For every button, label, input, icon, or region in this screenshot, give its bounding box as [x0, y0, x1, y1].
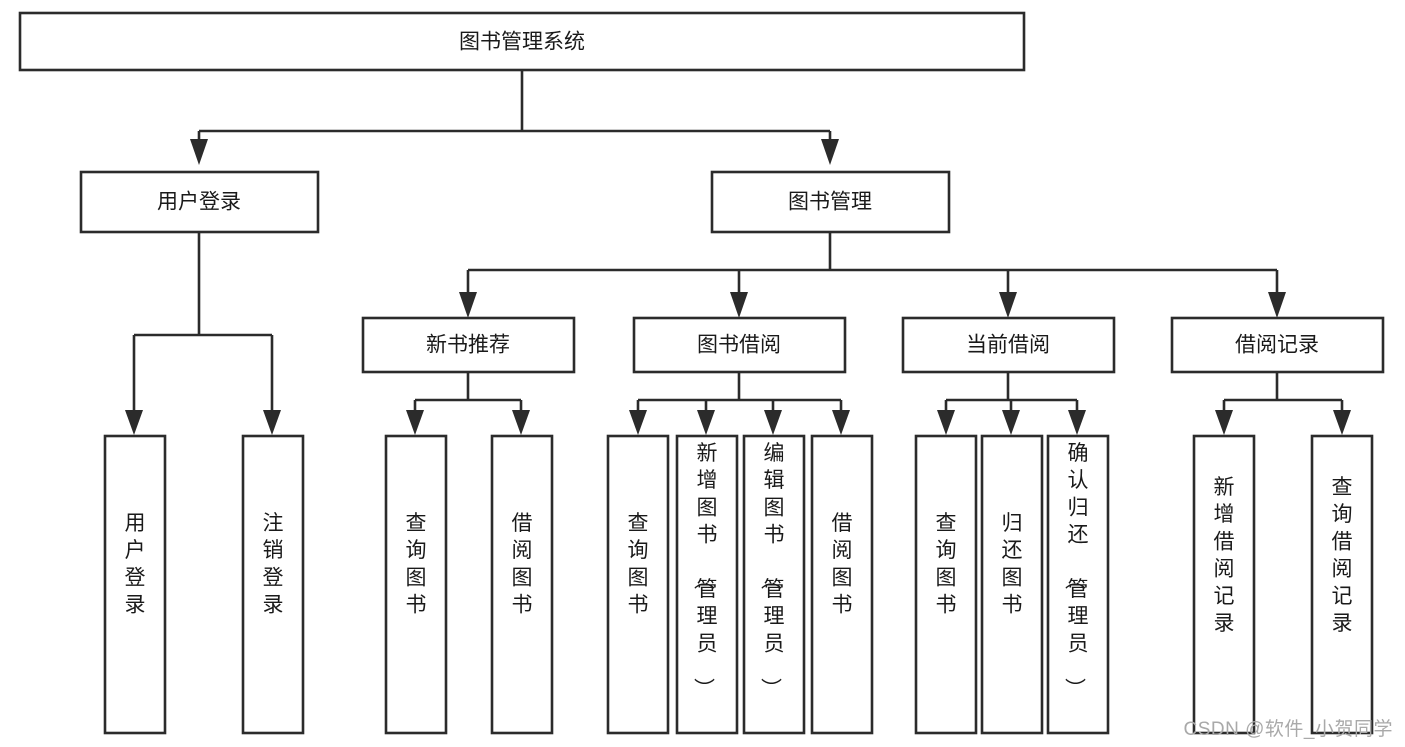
arrow-current-borrow	[999, 292, 1017, 318]
node-current-borrow-box[interactable]	[901, 316, 1116, 374]
node-leaf-query-record-box[interactable]	[1310, 434, 1374, 735]
arrow-leaf-add-record	[1215, 410, 1233, 435]
node-leaf-confirm-return-box[interactable]	[1046, 434, 1110, 735]
node-leaf-query-book-1-label: 查询图书	[406, 512, 427, 617]
node-leaf-logout-login-label: 注销登录	[263, 512, 284, 617]
arrow-borrow-record	[1268, 292, 1286, 318]
node-leaf-return-book-box[interactable]	[980, 434, 1044, 735]
node-user-login-label: 用户登录	[157, 191, 241, 214]
node-user-login-box[interactable]	[79, 170, 320, 234]
arrow-book-borrow	[730, 292, 748, 318]
node-leaf-return-book-label: 归还图书	[1002, 512, 1023, 617]
node-leaf-logout-login-box[interactable]	[241, 434, 305, 735]
node-leaf-edit-book-box[interactable]	[742, 434, 806, 735]
node-leaf-add-book[interactable]: 新增图书（管理员）	[675, 434, 739, 735]
arrow-leaf-add-book	[697, 410, 715, 435]
node-leaf-add-book-label: 新增图书（管理员）	[692, 442, 718, 699]
node-leaf-confirm-return[interactable]: 确认归还（管理员）	[1046, 434, 1110, 735]
node-leaf-query-record-label: 查询借阅记录	[1332, 476, 1353, 635]
node-leaf-borrow-book-2-label: 借阅图书	[832, 512, 853, 617]
arrow-leaf-query-record	[1333, 410, 1351, 435]
arrow-leaf-query-book-2	[629, 410, 647, 435]
node-leaf-borrow-book-1-label: 借阅图书	[512, 512, 533, 617]
arrow-new-book-recommend	[459, 292, 477, 318]
node-leaf-add-record-box[interactable]	[1192, 434, 1256, 735]
node-leaf-query-record[interactable]: 查询借阅记录	[1310, 434, 1374, 735]
node-leaf-borrow-book-2-box[interactable]	[810, 434, 874, 735]
node-leaf-edit-book-label: 编辑图书（管理员）	[759, 442, 785, 699]
node-leaf-add-record[interactable]: 新增借阅记录	[1192, 434, 1256, 735]
node-book-manage-box[interactable]	[710, 170, 951, 234]
node-leaf-query-book-1[interactable]: 查询图书	[384, 434, 448, 735]
node-leaf-user-login-box[interactable]	[103, 434, 167, 735]
node-root-box[interactable]	[18, 11, 1026, 72]
node-book-borrow[interactable]: 图书借阅	[632, 316, 847, 374]
node-borrow-record-label: 借阅记录	[1235, 334, 1319, 357]
node-leaf-query-book-1-box[interactable]	[384, 434, 448, 735]
node-leaf-query-book-3-box[interactable]	[914, 434, 978, 735]
node-leaf-user-login[interactable]: 用户登录	[103, 434, 167, 735]
node-new-book-recommend-box[interactable]	[361, 316, 576, 374]
node-leaf-add-record-label: 新增借阅记录	[1214, 476, 1235, 635]
arrow-leaf-return-book	[1002, 410, 1020, 435]
node-root-label: 图书管理系统	[459, 31, 585, 54]
node-new-book-recommend-label: 新书推荐	[426, 334, 510, 357]
node-leaf-query-book-3[interactable]: 查询图书	[914, 434, 978, 735]
node-borrow-record-box[interactable]	[1170, 316, 1385, 374]
arrow-leaf-query-book-3	[937, 410, 955, 435]
node-book-borrow-box[interactable]	[632, 316, 847, 374]
node-current-borrow-label: 当前借阅	[966, 334, 1050, 357]
arrow-book-manage	[821, 139, 839, 165]
node-leaf-edit-book[interactable]: 编辑图书（管理员）	[742, 434, 806, 735]
node-book-borrow-label: 图书借阅	[697, 334, 781, 357]
node-leaf-query-book-3-label: 查询图书	[936, 512, 957, 617]
node-leaf-borrow-book-2[interactable]: 借阅图书	[810, 434, 874, 735]
node-leaf-return-book[interactable]: 归还图书	[980, 434, 1044, 735]
arrow-leaf-confirm-return	[1068, 410, 1086, 435]
node-current-borrow[interactable]: 当前借阅	[901, 316, 1116, 374]
arrow-leaf-query-book-1	[406, 410, 424, 435]
node-book-manage-label: 图书管理	[788, 191, 872, 214]
node-leaf-user-login-label: 用户登录	[125, 512, 146, 617]
arrow-leaf-edit-book	[764, 410, 782, 435]
node-user-login[interactable]: 用户登录	[79, 170, 320, 234]
node-leaf-query-book-2[interactable]: 查询图书	[606, 434, 670, 735]
arrow-leaf-user-login	[125, 410, 143, 435]
node-root[interactable]: 图书管理系统	[18, 11, 1026, 72]
node-leaf-add-book-box[interactable]	[675, 434, 739, 735]
arrow-leaf-borrow-book-1	[512, 410, 530, 435]
arrow-user-login	[190, 139, 208, 165]
node-leaf-borrow-book-1-box[interactable]	[490, 434, 554, 735]
node-new-book-recommend[interactable]: 新书推荐	[361, 316, 576, 374]
node-book-manage[interactable]: 图书管理	[710, 170, 951, 234]
node-leaf-query-book-2-label: 查询图书	[628, 512, 649, 617]
arrow-leaf-borrow-book-2	[832, 410, 850, 435]
node-leaf-confirm-return-label: 确认归还（管理员）	[1063, 442, 1089, 699]
connector-layer	[125, 70, 1351, 435]
node-leaf-borrow-book-1[interactable]: 借阅图书	[490, 434, 554, 735]
node-leaf-query-book-2-box[interactable]	[606, 434, 670, 735]
node-leaf-logout-login[interactable]: 注销登录	[241, 434, 305, 735]
arrow-leaf-logout-login	[263, 410, 281, 435]
node-borrow-record[interactable]: 借阅记录	[1170, 316, 1385, 374]
